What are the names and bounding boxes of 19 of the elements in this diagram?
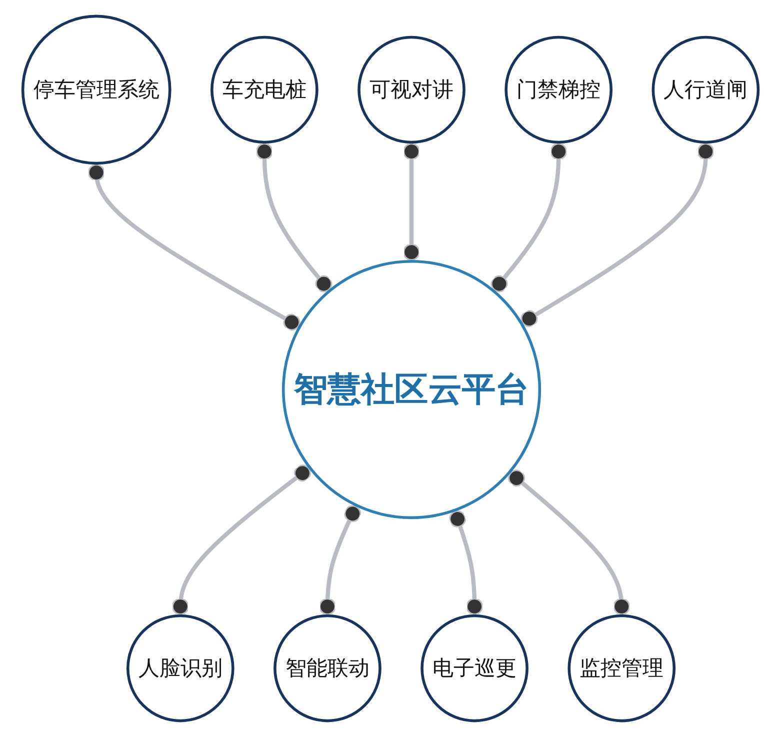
node-circle: 门禁梯控 [504,36,613,144]
connector [172,464,312,616]
connector [520,142,714,328]
connector [508,470,630,616]
node-circle: 电子巡更 [420,614,528,722]
connector [403,142,420,262]
node-circle: 停车管理系统 [21,14,172,165]
connector [319,504,362,616]
node-circle: 智能联动 [274,614,382,722]
node-circle: 人行道闸 [652,36,760,144]
node-circle: 智慧社区云平台 [282,260,542,520]
node-circle: 可视对讲 [358,36,466,144]
node-circle: 车充电桩 [210,36,318,144]
node-circle: 人脸识别 [126,614,234,722]
connector [490,142,568,292]
connector [449,510,484,616]
connector [88,163,301,331]
connector [256,142,332,292]
node-circle: 监控管理 [568,614,676,722]
